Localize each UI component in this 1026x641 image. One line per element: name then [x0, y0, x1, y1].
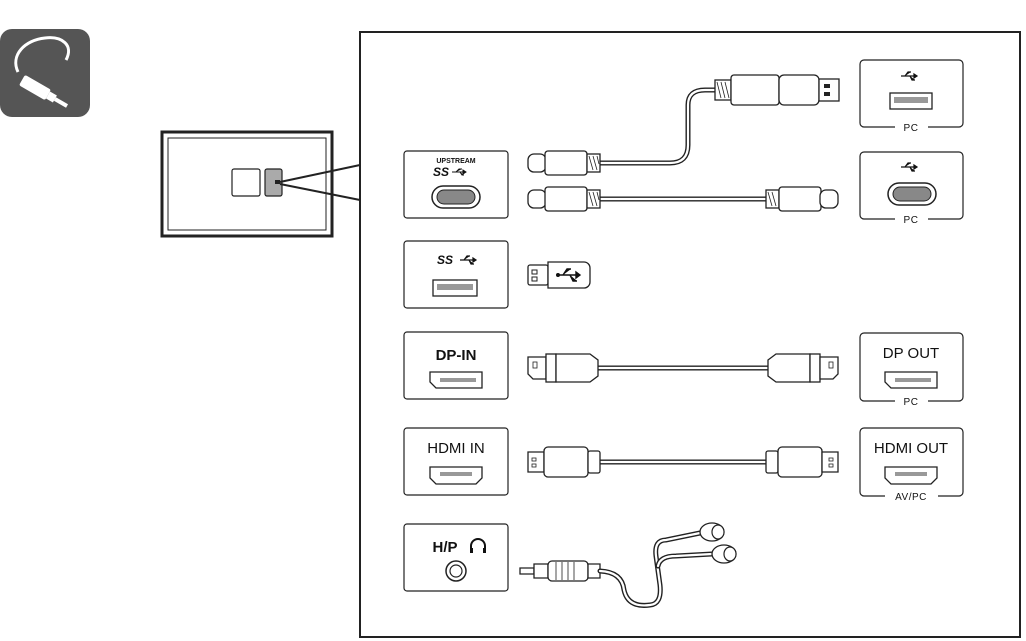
port-label-hp: H/P [432, 539, 457, 556]
usb-flash-icon [527, 261, 591, 289]
usb-icon [452, 168, 467, 176]
port-headphone: H/P [403, 523, 509, 592]
port-label-ss: SS [433, 165, 449, 179]
cable-displayport [527, 353, 839, 383]
usb-icon [901, 162, 919, 172]
device-caption-pc: PC [904, 123, 919, 134]
port-label-upstream: UPSTREAM [436, 158, 475, 165]
device-title-hdmi-out: HDMI OUT [874, 440, 948, 457]
device-caption-pc: PC [904, 215, 919, 226]
usb-icon [460, 255, 478, 265]
device-caption-av-pc: AV/PC [895, 492, 927, 503]
port-label-hdmi-in: HDMI IN [427, 440, 485, 457]
headphone-icon [470, 538, 486, 553]
cable-category-icon [0, 29, 90, 117]
port-label-ss: SS [437, 253, 453, 267]
usb-icon [556, 268, 582, 282]
port-dp-in: DP-IN [403, 331, 509, 400]
monitor-back-icon [160, 130, 361, 238]
device-pc-hdmi-out: HDMI OUT AV/PC [859, 427, 964, 503]
cable-hdmi [527, 446, 839, 478]
port-label-dp-in: DP-IN [436, 347, 477, 364]
device-pc-usb-c: PC [859, 151, 964, 226]
port-usb-c-upstream: UPSTREAM SS [403, 150, 509, 219]
device-pc-dp-out: DP OUT PC [859, 332, 964, 408]
device-title-dp-out: DP OUT [883, 345, 939, 362]
cable-usb-c-to-usb-c [527, 186, 839, 212]
cable-earphones [519, 522, 737, 608]
port-usb-a-downstream: SS [403, 240, 509, 309]
usb-icon [901, 71, 919, 81]
device-caption-pc: PC [904, 397, 919, 408]
cable-usb-c-to-usb-a [527, 74, 840, 176]
port-hdmi-in: HDMI IN [403, 427, 509, 496]
device-pc-usb-a: PC [859, 59, 964, 134]
